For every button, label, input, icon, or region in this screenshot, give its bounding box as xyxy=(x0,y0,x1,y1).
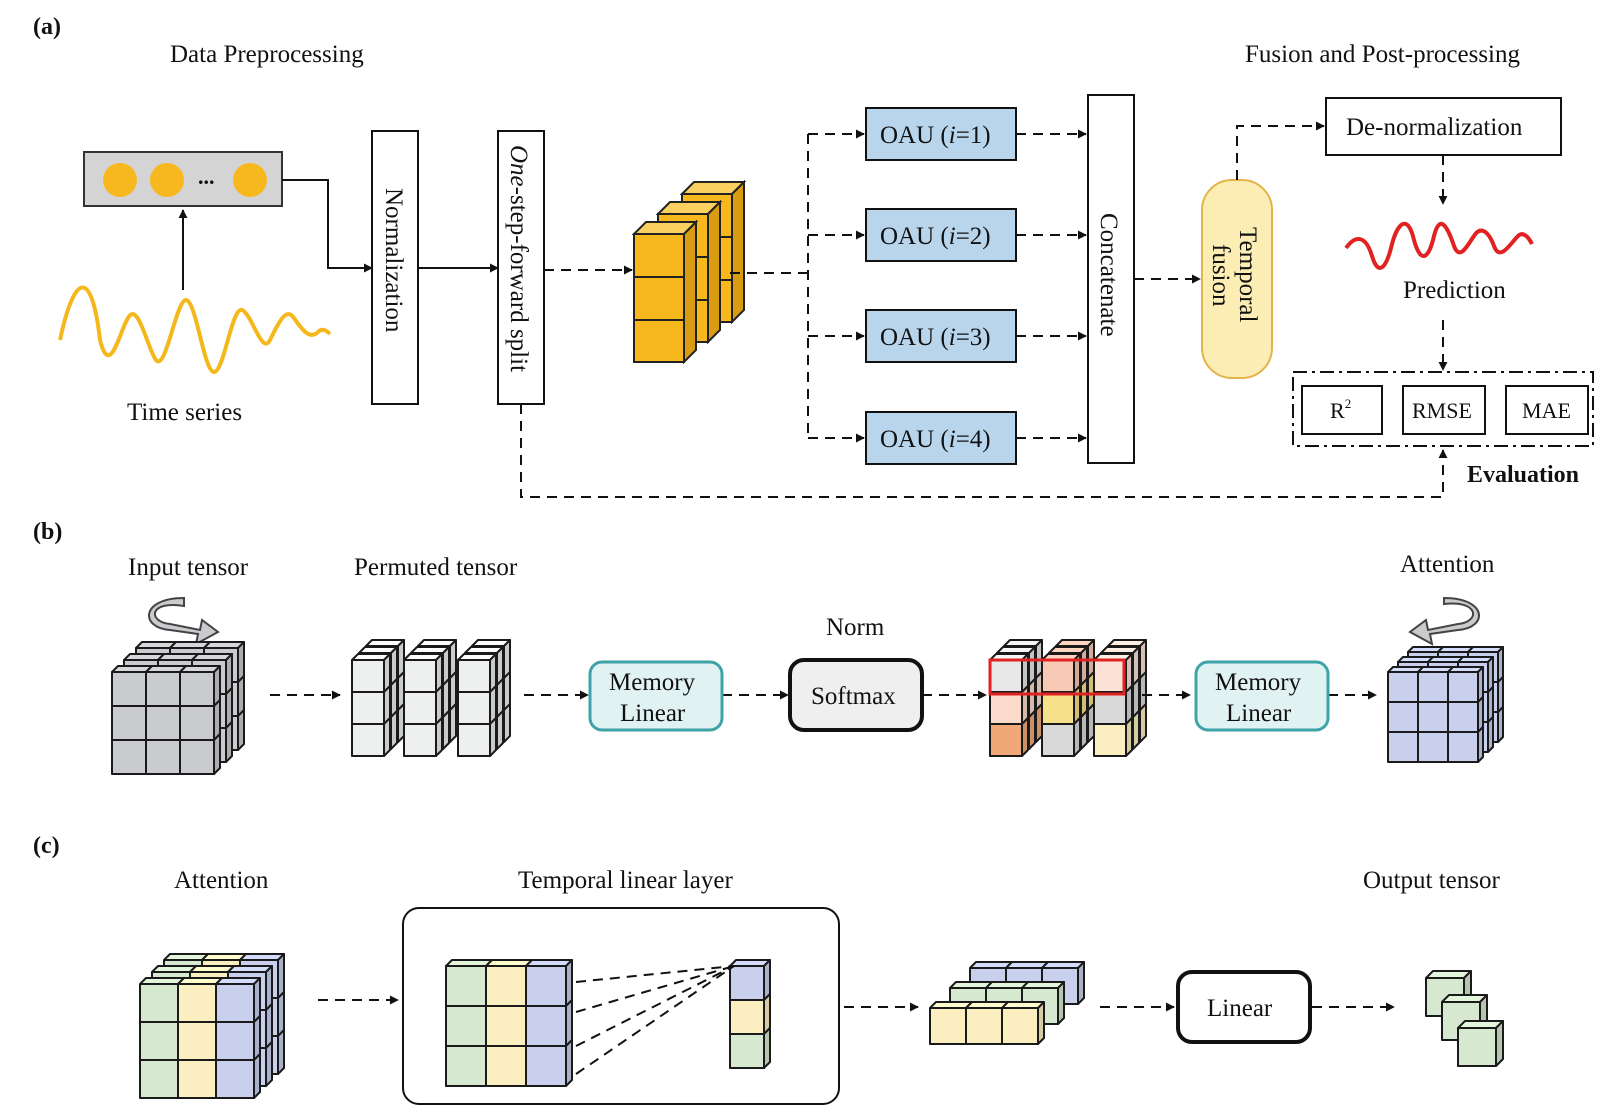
svg-text:Linear: Linear xyxy=(620,700,686,727)
panel-label-a: (a) xyxy=(33,14,61,40)
time-series-wave-icon xyxy=(58,285,332,375)
evaluation-group: R2 RMSE MAE xyxy=(1292,371,1594,447)
oau-box-2: OAU (i=2) xyxy=(865,208,1017,262)
oau-box-4: OAU (i=4) xyxy=(865,411,1017,465)
temporal-grid-cubes-icon xyxy=(445,959,573,1087)
permuted-tensor-label: Permuted tensor xyxy=(354,554,518,581)
svg-text:OAU (i=4): OAU (i=4) xyxy=(880,426,991,453)
prediction-label: Prediction xyxy=(1403,277,1506,304)
temporal-mapping-lines xyxy=(575,965,735,1075)
denormalization-label: De-normalization xyxy=(1346,114,1523,141)
attention-tensor-cube-icon xyxy=(1387,646,1504,763)
svg-text:MAE: MAE xyxy=(1522,398,1571,423)
oau-box-3: OAU (i=3) xyxy=(865,309,1017,363)
temporal-column-cubes-icon xyxy=(729,959,771,1069)
memory-linear-box-2: Memory Linear xyxy=(1194,660,1330,732)
svg-text:Linear: Linear xyxy=(1207,995,1273,1022)
permuted-tensor-cubes-icon xyxy=(351,639,511,757)
softmax-output-cubes-icon xyxy=(989,639,1147,757)
series-dot-icon xyxy=(150,163,184,197)
svg-text:R2: R2 xyxy=(1330,396,1351,423)
attention-tensor-cube-icon xyxy=(139,953,285,1099)
r2-metric-box: R2 xyxy=(1301,385,1383,435)
temporal-linear-layer-frame xyxy=(402,907,840,1105)
svg-text:Linear: Linear xyxy=(1226,700,1292,727)
svg-text:OAU (i=1): OAU (i=1) xyxy=(880,122,991,149)
rotate-arrow-icon xyxy=(1408,596,1480,646)
split-window-cubes-icon xyxy=(631,179,747,365)
oau-box-1: OAU (i=1) xyxy=(865,107,1017,161)
temporal-fusion-label-1: Temporal xyxy=(1234,227,1261,322)
split-italic-label: One xyxy=(505,145,532,187)
series-dot-icon xyxy=(233,163,267,197)
temporal-fusion-label-2: fusion xyxy=(1207,244,1234,307)
normalization-label: Normalization xyxy=(380,188,407,333)
svg-text:Memory: Memory xyxy=(1215,669,1302,696)
prediction-wave-icon xyxy=(1344,221,1534,270)
attention-highlight-box xyxy=(988,658,1126,696)
rmse-metric-box: RMSE xyxy=(1402,385,1486,435)
data-preprocessing-title: Data Preprocessing xyxy=(170,41,364,68)
denormalization-box: De-normalization xyxy=(1325,97,1562,156)
time-series-label: Time series xyxy=(127,399,242,426)
split-rest-label: -step-forward split xyxy=(505,187,532,372)
norm-label: Norm xyxy=(826,614,885,641)
rotate-arrow-icon xyxy=(148,596,220,646)
input-tensor-label: Input tensor xyxy=(128,554,249,581)
attention-label-c: Attention xyxy=(174,867,269,894)
flattened-tensor-cubes-icon xyxy=(929,961,1085,1045)
linear-box: Linear xyxy=(1176,970,1312,1044)
svg-text:One-step-forward split: One-step-forward split xyxy=(505,145,532,372)
temporal-fusion-box: Temporal fusion xyxy=(1201,179,1273,379)
softmax-box: Softmax xyxy=(788,658,924,732)
svg-text:OAU (i=2): OAU (i=2) xyxy=(880,223,991,250)
svg-text:OAU (i=3): OAU (i=3) xyxy=(880,324,991,351)
attention-label-b: Attention xyxy=(1400,551,1495,578)
series-ellipsis: ... xyxy=(198,164,215,189)
series-dot-icon xyxy=(103,163,137,197)
series-input-box: ... xyxy=(83,151,283,207)
concatenate-box: Concatenate xyxy=(1087,94,1135,464)
panel-label-b: (b) xyxy=(33,519,62,545)
output-tensor-cubes-icon xyxy=(1425,970,1504,1067)
svg-text:RMSE: RMSE xyxy=(1412,398,1472,423)
normalization-box: Normalization xyxy=(371,130,419,405)
evaluation-label: Evaluation xyxy=(1467,462,1579,488)
memory-linear-box-1: Memory Linear xyxy=(588,660,724,732)
output-tensor-label: Output tensor xyxy=(1363,867,1500,894)
mae-metric-box: MAE xyxy=(1505,385,1589,435)
temporal-linear-layer-label: Temporal linear layer xyxy=(518,867,733,894)
svg-text:Memory: Memory xyxy=(609,669,696,696)
concatenate-label: Concatenate xyxy=(1095,213,1122,337)
panel-label-c: (c) xyxy=(33,833,60,859)
input-tensor-cube-icon xyxy=(111,641,245,775)
svg-text:Softmax: Softmax xyxy=(811,683,896,710)
fusion-post-title: Fusion and Post-processing xyxy=(1245,41,1521,68)
one-step-forward-split-box: One-step-forward split xyxy=(497,130,545,405)
